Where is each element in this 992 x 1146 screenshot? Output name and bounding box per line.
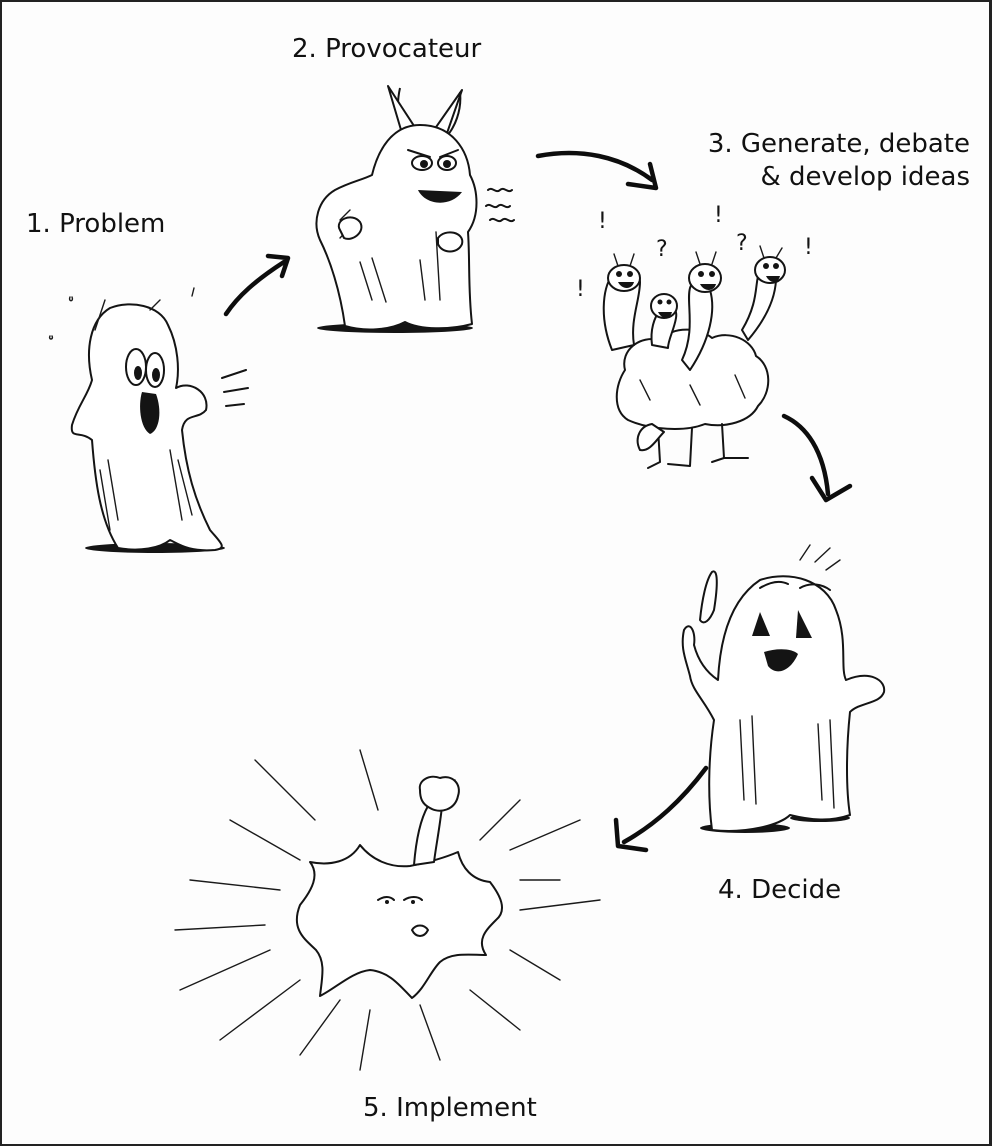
exclamation-mark: ! (714, 203, 723, 228)
arrow-1-to-2 (226, 256, 288, 314)
step-label-generate: 3. Generate, debate & develop ideas (708, 128, 970, 193)
starburst-monster-icon (175, 750, 600, 1070)
horned-devil-monster-icon (316, 86, 514, 333)
exclamation-mark: ! (598, 209, 607, 234)
question-mark: ? (736, 231, 748, 256)
arrow-4-to-5 (616, 768, 706, 850)
multi-headed-creature-icon: ! ! ? ! ? ! (576, 203, 813, 468)
question-mark: ? (656, 237, 668, 262)
step-label-decide: 4. Decide (718, 874, 841, 907)
step-label-provocateur: 2. Provocateur (292, 33, 481, 66)
idea-monster-icon (683, 545, 884, 833)
exclamation-mark: ! (576, 277, 585, 302)
screaming-monster-icon (50, 288, 248, 553)
arrow-2-to-3 (538, 153, 656, 188)
step-label-problem: 1. Problem (26, 208, 165, 241)
step-label-implement: 5. Implement (363, 1092, 537, 1125)
exclamation-mark: ! (804, 235, 813, 260)
arrow-3-to-4 (784, 416, 850, 500)
step-label-generate-line2: & develop ideas (708, 161, 970, 194)
step-label-generate-line1: 3. Generate, debate (708, 128, 970, 161)
